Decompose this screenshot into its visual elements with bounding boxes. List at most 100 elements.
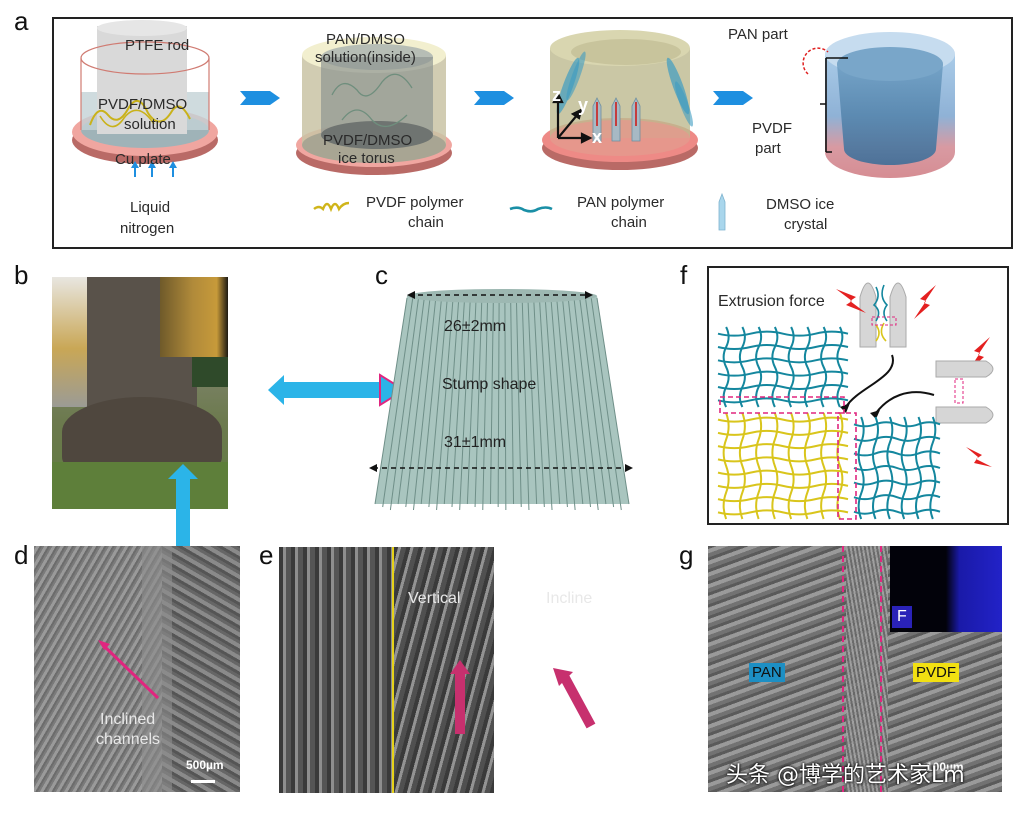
polymer-chain-strand (929, 416, 937, 520)
pan-legend-line1: PAN polymer (577, 194, 665, 211)
polymer-chain-strand (738, 412, 746, 520)
process-arrow-2 (474, 91, 514, 105)
stump-ridge-line (443, 297, 460, 505)
stump-ridge-line (397, 297, 425, 505)
pan-region-tag: PAN (749, 663, 785, 682)
scale-label-e: 250µm (585, 758, 623, 772)
stump-ridge-line (420, 297, 443, 505)
process-arrow-3 (713, 91, 753, 105)
polymer-chain-strand (787, 412, 795, 520)
axis-z-label: z (552, 85, 561, 105)
polymer-chain-strand (717, 344, 849, 350)
polymer-chain-strand (717, 384, 849, 390)
stump-ridge-line (497, 297, 500, 508)
polymer-chain-strand (803, 412, 811, 520)
pvdf-legend-line1: PVDF polymer (366, 194, 464, 211)
polymer-chain-strand (717, 370, 849, 377)
polymer-chain-strand (717, 416, 849, 423)
stump-ridge-line (474, 297, 483, 508)
stump-ridge-line (504, 297, 507, 511)
solution-inside-label: solution(inside) (315, 49, 416, 66)
polymer-chain-strand (755, 412, 763, 520)
cu-plate-label: Cu plate (115, 151, 171, 168)
pan-dmso-label: PAN/DMSO (326, 31, 405, 48)
polymer-chain-strand (717, 496, 849, 503)
stump-ridge-line (533, 297, 545, 508)
ice-legend-line1: DMSO ice (766, 196, 835, 213)
polymer-chain-strand (717, 330, 849, 337)
stump-ridge-line (579, 297, 607, 505)
polymer-chain-strand (738, 326, 746, 408)
stump-ridge-line (556, 297, 576, 511)
stump-ridge-line (436, 297, 454, 511)
pvdf-part-label: PVDF (752, 120, 793, 137)
polymer-chain-strand (787, 326, 795, 408)
ice-torus-label: ice torus (338, 150, 395, 167)
sem-image-vertical-incline (279, 547, 494, 793)
stump-shape-model (369, 289, 633, 511)
polymer-chain-strand (717, 469, 849, 476)
stump-ridge-line (515, 297, 522, 508)
pan-legend-line2: chain (611, 214, 647, 231)
process-arrow-1 (240, 91, 280, 105)
stump-ridge-line (550, 297, 568, 508)
polymer-chain-strand (717, 456, 849, 463)
step4-final-product-illustration (802, 32, 955, 178)
polymer-chain-strand (755, 326, 763, 408)
stump-ridge-line (567, 297, 592, 508)
pvdf-dmso-label: PVDF/DMSO (98, 96, 188, 113)
stump-ridge-line (459, 297, 471, 511)
extrusion-network-diagram (717, 282, 994, 520)
polymer-chain-strand (820, 326, 828, 408)
top-diameter-label: 26±2mm (444, 318, 507, 335)
bottom-diameter-label: 31±1mm (444, 434, 507, 451)
stump-ridge-line (428, 297, 448, 508)
polymer-chain-strand (771, 326, 779, 408)
polymer-chain-strand (853, 479, 941, 486)
vertical-label: Vertical (408, 590, 461, 607)
stump-ridge-line (412, 297, 437, 511)
solution-label: solution (124, 116, 176, 133)
axis-y-label: y (578, 95, 589, 115)
scale-bar-d (191, 780, 215, 783)
stump-ridge-line (584, 297, 615, 508)
stump-ridge-line (521, 297, 530, 511)
polymer-chain-strand (836, 326, 844, 408)
polymer-chain-strand (853, 508, 941, 515)
extrusion-force-label: Extrusion force (718, 293, 825, 310)
vertical-direction-arrow (450, 660, 470, 734)
axis-x-label: x (592, 127, 603, 147)
stump-ridge-line (482, 297, 489, 511)
ptfe-rod-label: PTFE rod (125, 37, 190, 54)
stump-ridge-line (527, 297, 538, 505)
inclined-channel-arrow (98, 640, 160, 700)
stump-ridge-line (596, 297, 630, 505)
step2-ice-torus-illustration (296, 37, 452, 175)
part-label: part (755, 140, 781, 157)
stump-ridge-line (405, 297, 431, 508)
scale-bar-e (584, 776, 629, 779)
wood-cross-section-inset (160, 277, 228, 357)
incline-label: Incline (546, 590, 593, 607)
stump-ridge-line (466, 297, 477, 505)
polymer-chain-strand (820, 412, 828, 520)
nitrogen-label: nitrogen (120, 220, 175, 237)
stump-ridge-line (451, 297, 466, 508)
stump-shape-label: Stump shape (442, 376, 537, 393)
step3-ice-crystal-growth-illustration (542, 30, 698, 170)
polymer-chain-strand (717, 443, 849, 450)
polymer-chain-strand (771, 412, 779, 520)
panel-a-frame (52, 17, 1013, 249)
polymer-chain-strand (722, 326, 730, 408)
polymer-chain-strand (722, 412, 730, 520)
stump-ridge-line (374, 297, 408, 505)
panel-letter-f: f (680, 260, 688, 290)
panel-letter-c: c (375, 260, 388, 290)
polymer-chain-strand (717, 429, 849, 436)
sem-image-inclined-channels (34, 546, 240, 792)
polymer-chain-strand (853, 450, 941, 457)
polymer-chain-strand (803, 326, 811, 408)
stump-ridge-line (538, 297, 553, 511)
polymer-chain-strand (717, 357, 849, 364)
fluorine-inset-label: F (892, 606, 912, 628)
